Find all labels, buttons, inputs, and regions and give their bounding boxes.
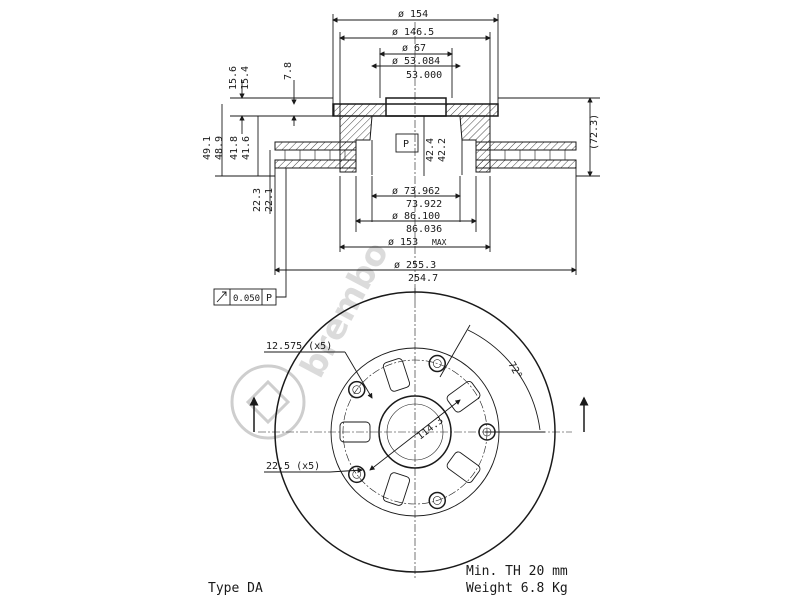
dim-861-lower: 86.036 (406, 224, 442, 235)
dim-861-upper: ø 86.100 (392, 211, 440, 222)
dim-255-upper: ø 255.3 (394, 260, 436, 271)
dim-221: 22.1 (264, 188, 275, 212)
holes-leader (344, 351, 373, 399)
dim-739-lower: 73.922 (406, 199, 442, 210)
dim-416: 41.6 (241, 136, 252, 160)
watermark-text: brembo (293, 235, 397, 384)
watermark-logo: brembo (230, 235, 397, 440)
lug-hole (428, 491, 446, 510)
runout-datum: P (266, 293, 272, 304)
cross-section: P ø 154 ø 146.5 ø 67 ø 53.084 53.000 15.… (202, 9, 600, 306)
dim-53-lower: 53.000 (406, 70, 442, 81)
runout-leader (276, 168, 287, 298)
rotor-right-vanes (489, 150, 566, 160)
dim-422: 42.2 (437, 138, 448, 162)
vent-slot (446, 380, 481, 413)
vent-slot (446, 451, 481, 484)
runout-icon (216, 291, 227, 303)
dim-491: 49.1 (202, 136, 213, 160)
datum-label: P (403, 139, 409, 150)
face-view: 114.3 72° 12.575 (x5) 22.5 (x5) (249, 286, 589, 578)
dim-154h: 15.4 (240, 66, 251, 90)
min-thickness: Min. TH 20 mm (466, 564, 568, 579)
dim-156: 15.6 (228, 66, 239, 90)
vent-slot (382, 472, 411, 506)
lug-hole (348, 465, 366, 484)
dim-53-upper: ø 53.084 (392, 56, 440, 67)
vents-leader (329, 467, 363, 473)
dim-pcd-line (369, 399, 461, 471)
dim-153-max: MAX (432, 238, 447, 247)
dim-424: 42.4 (425, 138, 436, 162)
vent-slot (382, 358, 411, 392)
dim-78: 7.8 (283, 62, 294, 80)
lug-hole-inner (352, 385, 362, 394)
dim-739-upper: ø 73.962 (392, 186, 440, 197)
hat-right-wall (445, 103, 499, 173)
dim-153: ø 153 (388, 237, 418, 248)
rotor-right-lower-plate (475, 159, 577, 169)
lug-hole (348, 380, 366, 399)
rotor-left-upper-plate (274, 141, 357, 151)
dim-67: ø 67 (402, 43, 426, 54)
rotor-left-lower-plate (274, 159, 357, 169)
rotor-right-upper-plate (475, 141, 577, 151)
dim-489: 48.9 (214, 136, 225, 160)
holes-callout: 12.575 (x5) (266, 341, 332, 352)
rotor-left-vanes (284, 150, 346, 160)
vents-callout: 22.5 (x5) (266, 461, 320, 472)
angle-arc (467, 329, 541, 431)
dim-723: (72.3) (589, 114, 600, 150)
dim-154: ø 154 (398, 9, 428, 20)
lug-hole (428, 354, 446, 373)
dim-223: 22.3 (252, 188, 263, 212)
type-label: Type DA (208, 581, 263, 596)
angle-leg (439, 324, 471, 378)
dim-255-lower: 254.7 (408, 273, 438, 284)
dim-418: 41.8 (229, 136, 240, 160)
inner-flange-lines (371, 140, 463, 175)
watermark-mark (245, 379, 291, 425)
dim-pcd: 114.3 (415, 415, 445, 442)
lug-hole-inner (432, 359, 442, 368)
lug-hole-inner (352, 470, 362, 479)
dim-146: ø 146.5 (392, 27, 434, 38)
watermark-ring (230, 364, 306, 440)
hub-bore (385, 97, 447, 117)
lug-hole-inner (432, 496, 442, 505)
datum-box (395, 133, 419, 153)
weight: Weight 6.8 Kg (466, 581, 568, 596)
runout-value: 0.050 (233, 294, 260, 304)
